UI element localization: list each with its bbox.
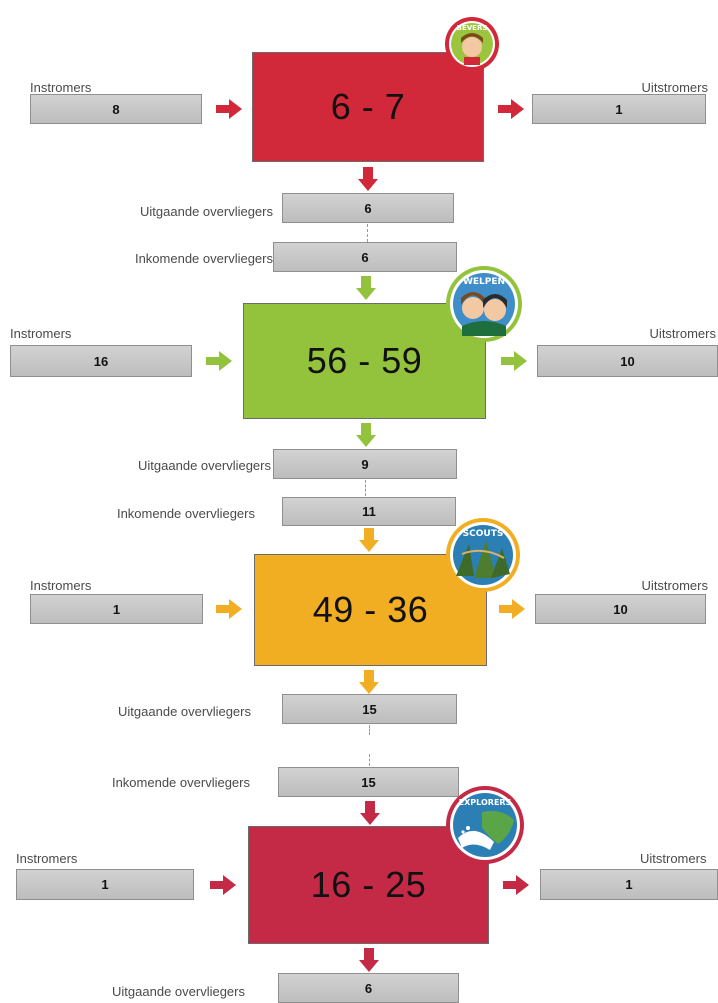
- uitstromers-value-box: 1: [540, 869, 718, 900]
- outgoing-overflow-label: Uitgaande overvliegers: [118, 704, 251, 719]
- group-size-box: 56 - 59: [243, 303, 486, 419]
- arrow-down-icon: [356, 423, 376, 447]
- instromers-label: Instromers: [16, 851, 78, 866]
- bevers-badge-icon: BEVERS: [445, 17, 499, 71]
- arrow-down-icon: [359, 528, 379, 552]
- svg-text:BEVERS: BEVERS: [457, 24, 488, 32]
- uitstromers-label: Uitstromers: [641, 80, 708, 95]
- outgoing-overflow-value-box: 6: [278, 973, 459, 1003]
- connector-line: [369, 725, 370, 735]
- uitstromers-value-box: 1: [532, 94, 706, 124]
- incoming-overflow-label: Inkomende overvliegers: [111, 775, 250, 790]
- arrow-right-icon: [210, 875, 236, 895]
- connector-line: [365, 480, 366, 496]
- group-size-box: 49 - 36: [254, 554, 487, 666]
- outgoing-overflow-value-box: 9: [273, 449, 457, 479]
- incoming-overflow-label: Inkomende overvliegers: [134, 251, 273, 266]
- uitstromers-label: Uitstromers: [640, 851, 707, 866]
- arrow-down-icon: [359, 948, 379, 972]
- arrow-right-icon: [216, 99, 242, 119]
- explorers-badge-icon: EXPLORERS: [446, 786, 524, 864]
- uitstromers-value-box: 10: [535, 594, 706, 624]
- arrow-right-icon: [499, 599, 525, 619]
- uitstromers-label: Uitstromers: [641, 578, 708, 593]
- svg-text:EXPLORERS: EXPLORERS: [459, 798, 512, 807]
- arrow-down-icon: [356, 276, 376, 300]
- arrow-down-icon: [358, 167, 378, 191]
- arrow-down-icon: [359, 670, 379, 694]
- incoming-overflow-value-box: 6: [273, 242, 457, 272]
- arrow-right-icon: [206, 351, 232, 371]
- outgoing-overflow-label: Uitgaande overvliegers: [112, 984, 245, 999]
- instromers-label: Instromers: [10, 326, 72, 341]
- outgoing-overflow-value-box: 15: [282, 694, 457, 724]
- connector-line: [367, 224, 368, 242]
- outgoing-overflow-label: Uitgaande overvliegers: [140, 204, 273, 219]
- arrow-right-icon: [498, 99, 524, 119]
- arrow-down-icon: [360, 801, 380, 825]
- scouts-badge-icon: SCOUTS: [446, 518, 520, 592]
- arrow-right-icon: [216, 599, 242, 619]
- instromers-label: Instromers: [30, 80, 92, 95]
- arrow-right-icon: [503, 875, 529, 895]
- instromers-value-box: 1: [16, 869, 194, 900]
- instromers-value-box: 16: [10, 345, 192, 377]
- incoming-overflow-value-box: 15: [278, 767, 459, 797]
- connector-line: [369, 754, 370, 766]
- svg-text:SCOUTS: SCOUTS: [463, 529, 504, 539]
- uitstromers-value-box: 10: [537, 345, 718, 377]
- instromers-value-box: 1: [30, 594, 203, 624]
- instromers-value-box: 8: [30, 94, 202, 124]
- group-size-box: 6 - 7: [252, 52, 484, 162]
- group-size-box: 16 - 25: [248, 826, 489, 944]
- incoming-overflow-value-box: 11: [282, 497, 456, 526]
- svg-text:WELPEN: WELPEN: [463, 277, 505, 287]
- instromers-label: Instromers: [30, 578, 92, 593]
- outgoing-overflow-label: Uitgaande overvliegers: [138, 458, 271, 473]
- arrow-right-icon: [501, 351, 527, 371]
- outgoing-overflow-value-box: 6: [282, 193, 454, 223]
- uitstromers-label: Uitstromers: [649, 326, 716, 341]
- welpen-badge-icon: WELPEN: [446, 266, 522, 342]
- incoming-overflow-label: Inkomende overvliegers: [116, 506, 255, 521]
